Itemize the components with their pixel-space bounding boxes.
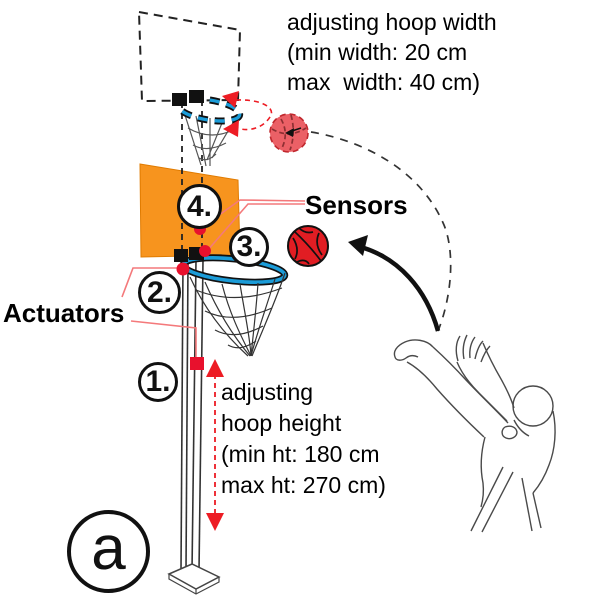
- ball-trajectory-path: [310, 131, 452, 332]
- actuator-dot-icon: [176, 262, 190, 276]
- actuators-callout-lines: [121, 267, 197, 357]
- ghost-basketball-icon: [269, 113, 309, 153]
- hoop-width-note-line1: adjusting hoop width: [287, 9, 497, 35]
- backboard-ghost-outline: [137, 10, 242, 103]
- hoop-height-note: adjusting hoop height (min ht: 180 cm ma…: [221, 377, 386, 501]
- callout-1: 1.: [138, 362, 178, 402]
- hoop-width-note-line3: max width: 40 cm): [287, 69, 480, 95]
- callout-1-number: 1.: [145, 365, 171, 398]
- hoop-width-note: adjusting hoop width (min width: 20 cm m…: [287, 7, 497, 97]
- pole-actuator-icon: [190, 357, 204, 370]
- height-range-arrow: [206, 359, 224, 531]
- panel-letter-text: a: [91, 514, 126, 583]
- player-figure: [393, 334, 556, 533]
- callout-4-number: 4.: [186, 189, 213, 223]
- hoop-height-note-line1: adjusting: [221, 379, 314, 405]
- hoop-height-note-line3: (min ht: 180 cm: [221, 441, 380, 467]
- hoop-width-note-line2: (min width: 20 cm: [287, 39, 468, 65]
- callout-2: 2.: [138, 271, 181, 314]
- hoop-height-note-line2: hoop height: [221, 410, 342, 436]
- upper-actuator-block-icon: [189, 90, 204, 103]
- sensors-label: Sensors: [305, 190, 408, 220]
- shot-direction-arrow: [348, 235, 441, 332]
- hoop-height-note-line4: max ht: 270 cm): [221, 472, 386, 498]
- upper-actuator-block-icon: [172, 93, 187, 106]
- main-net: [189, 272, 286, 357]
- upper-net: [183, 111, 238, 167]
- sensor-dot-icon: [199, 245, 211, 257]
- callout-3: 3.: [229, 227, 269, 267]
- base-plate: [167, 563, 221, 595]
- actuator-block-icon: [174, 249, 188, 262]
- pole: [180, 259, 204, 572]
- panel-letter-badge: a: [67, 510, 150, 593]
- callout-3-number: 3.: [236, 230, 262, 263]
- width-adjust-arrow: [222, 91, 273, 137]
- callout-2-number: 2.: [146, 275, 173, 309]
- actuators-label: Actuators: [3, 298, 125, 328]
- callout-4: 4.: [177, 184, 222, 229]
- basketball-icon: [287, 225, 329, 267]
